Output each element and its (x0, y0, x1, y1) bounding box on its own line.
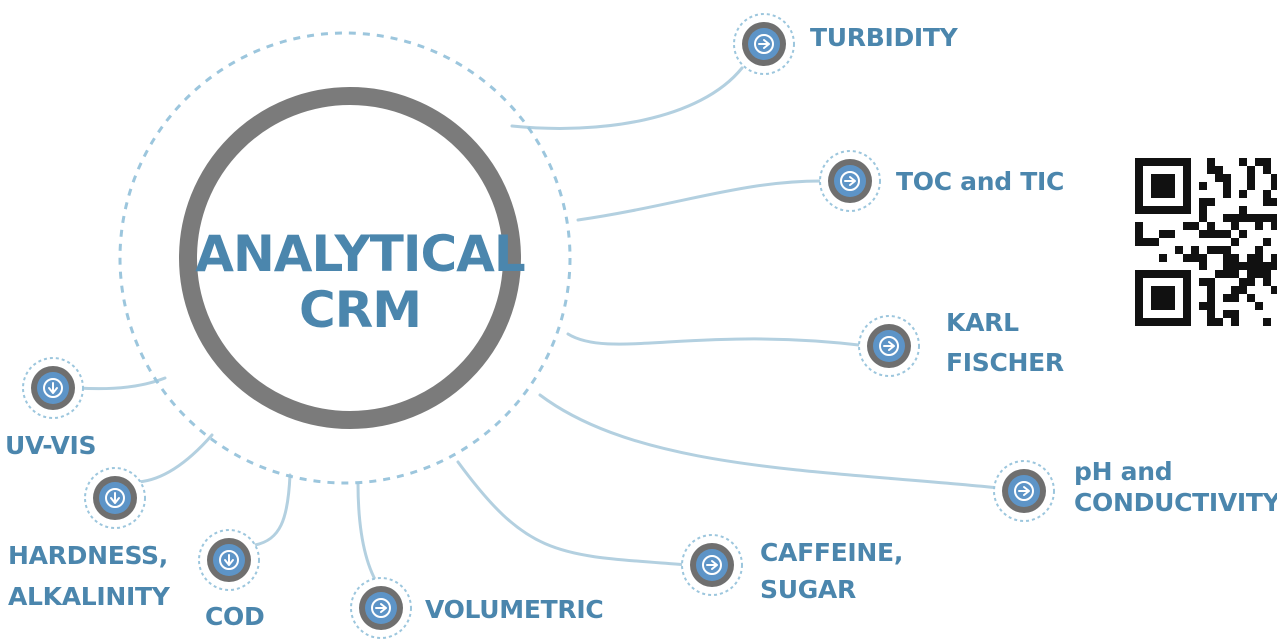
node-volumetric[interactable] (350, 577, 412, 639)
node-label-line: CONDUCTIVITY (1074, 488, 1277, 517)
node-turbidity[interactable] (733, 13, 795, 75)
arrow-down-icon (48, 382, 58, 394)
connector-toc-and-tic (576, 179, 827, 222)
node-label-line: VOLUMETRIC (425, 595, 604, 624)
node-toc-and-tic[interactable] (819, 150, 881, 212)
node-caffeine-sugar[interactable] (681, 534, 743, 596)
node-karl-fischer[interactable] (858, 315, 920, 377)
hub-title-line1: ANALYTICAL (195, 225, 525, 283)
arrow-right-icon-ring (840, 171, 860, 191)
arrow-right-icon-ring (879, 336, 899, 356)
node-label-line: KARL (946, 308, 1019, 337)
node-label-uv-vis[interactable]: UV-VIS (5, 430, 97, 461)
node-label-line: UV-VIS (5, 431, 97, 460)
arrow-right-icon (375, 603, 387, 613)
connector-ph-and-conductivity (538, 393, 1002, 490)
arrow-right-icon (844, 176, 856, 186)
node-label-line: SUGAR (760, 575, 856, 604)
main-ring (179, 87, 521, 429)
hub-title: ANALYTICAL CRM (195, 226, 525, 338)
node-ph-and-conductivity[interactable] (993, 460, 1055, 522)
node-label-line: ALKALINITY (8, 582, 170, 611)
node-label-toc-and-tic[interactable]: TOC and TIC (896, 166, 1064, 197)
node-cod[interactable] (198, 529, 260, 591)
arrow-right-icon-ring (702, 555, 722, 575)
node-hardness-alkalinity[interactable] (84, 467, 146, 529)
node-label-caffeine-sugar[interactable]: CAFFEINE, SUGAR (760, 537, 903, 605)
arrow-right-icon-ring (371, 598, 391, 618)
arrow-right-icon-ring (754, 34, 774, 54)
node-label-line: TOC and TIC (896, 167, 1065, 196)
node-label-ph-and-conductivity[interactable]: pH and CONDUCTIVITY (1074, 456, 1277, 518)
node-label-turbidity[interactable]: TURBIDITY (810, 22, 958, 53)
arrow-right-icon (758, 39, 770, 49)
arrow-right-icon (883, 341, 895, 351)
node-label-line: pH and (1074, 457, 1173, 486)
connector-cod (253, 473, 292, 547)
qr-code-icon (1133, 155, 1277, 340)
node-label-line: COD (205, 602, 265, 631)
arrow-right-icon (706, 560, 718, 570)
node-uv-vis[interactable] (22, 357, 84, 419)
arrow-down-icon-ring (43, 378, 63, 398)
dashed-orbit (118, 31, 572, 485)
node-label-line: FISCHER (946, 348, 1064, 377)
connector-caffeine-sugar (456, 460, 690, 567)
arrow-down-icon (110, 492, 120, 504)
connector-hardness-alkalinity (136, 433, 214, 484)
connector-uv-vis (76, 376, 167, 391)
node-label-cod[interactable]: COD (205, 601, 265, 632)
connector-karl-fischer (566, 332, 870, 348)
node-label-hardness-alkalinity[interactable]: HARDNESS, ALKALINITY (8, 540, 170, 612)
node-label-volumetric[interactable]: VOLUMETRIC (425, 594, 604, 625)
connector-turbidity (510, 66, 744, 130)
connector-volumetric (356, 481, 382, 590)
arrow-right-icon (1018, 486, 1030, 496)
arrow-down-icon (224, 554, 234, 566)
hub-title-line2: CRM (299, 281, 422, 339)
arrow-right-icon-ring (1014, 481, 1034, 501)
node-label-line: TURBIDITY (810, 23, 958, 52)
node-label-line: HARDNESS, (8, 541, 168, 570)
node-label-karl-fischer[interactable]: KARL FISCHER (946, 308, 1064, 378)
node-label-line: CAFFEINE, (760, 538, 904, 567)
arrow-down-icon-ring (105, 488, 125, 508)
arrow-down-icon-ring (219, 550, 239, 570)
